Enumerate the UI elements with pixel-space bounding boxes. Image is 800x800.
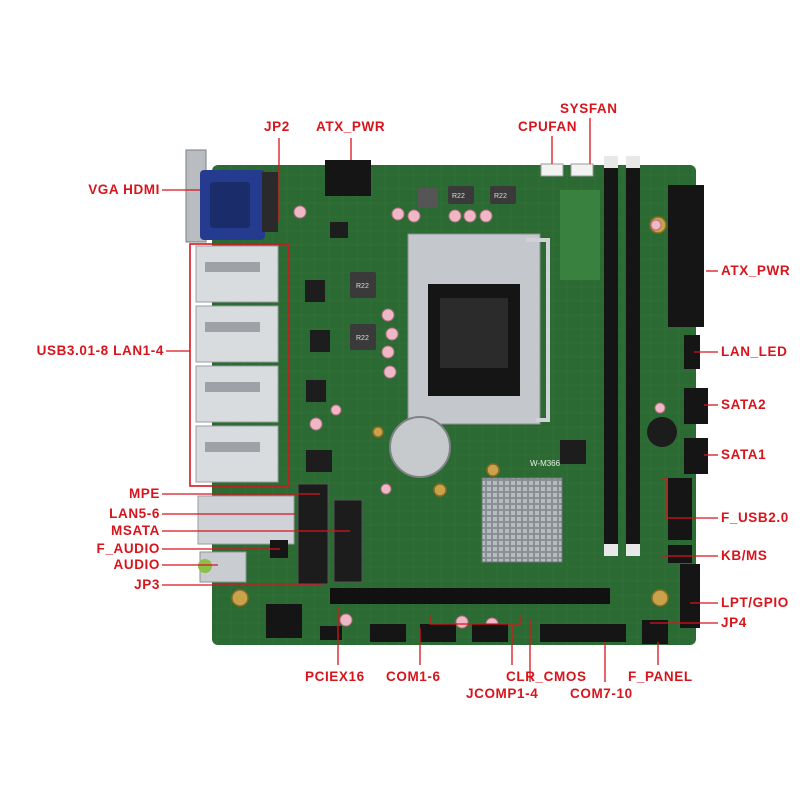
label-atx-pwr-right: ATX_PWR [721,263,791,278]
regulator-text-3: R22 [452,193,465,200]
right-pin-headers [668,335,700,628]
label-jp4: JP4 [721,615,747,630]
label-lan56: LAN5-6 [109,506,160,521]
label-clr-cmos: CLR_CMOS [506,669,587,684]
label-atx-pwr-top: ATX_PWR [316,119,386,134]
label-com7-10: COM7-10 [570,686,633,701]
pciex16-slot [330,588,610,604]
atx-24pin-connector [668,185,704,327]
buzzer [647,417,677,447]
small-ics [305,222,586,472]
vrm-inductors [350,186,516,350]
label-f-usb: F_USB2.0 [721,510,789,525]
board-model-text: W-M366 [530,459,561,468]
cpu-socket [407,233,550,425]
label-cpufan: CPUFAN [518,119,578,134]
cmos-battery [389,416,451,478]
sysfan-header [570,163,594,177]
dimm-slots [604,156,640,556]
regulator-text-2: R22 [356,335,369,342]
label-usb3-lan: USB3.01-8 LAN1-4 [36,343,164,358]
label-audio: AUDIO [113,557,160,572]
label-com1-6: COM1-6 [386,669,441,684]
atx-8pin-connector [325,160,371,196]
hdmi-connector [262,172,278,232]
label-sata1: SATA1 [721,447,767,462]
label-f-panel: F_PANEL [628,669,693,684]
chipset-heatsink [481,477,563,563]
label-sysfan: SYSFAN [560,101,618,116]
label-jcomp: JCOMP1-4 [466,686,539,701]
msata-slot [333,499,363,583]
usb-lan-stack [195,245,279,483]
label-mpe: MPE [128,486,160,501]
label-kb-ms: KB/MS [721,548,768,563]
vga-connector [185,149,265,243]
label-pciex16: PCIEX16 [305,669,365,684]
label-sata2: SATA2 [721,397,767,412]
label-msata: MSATA [111,523,160,538]
regulator-text-4: R22 [494,193,507,200]
label-jp2: JP2 [264,119,290,134]
label-vga-hdmi: VGA HDMI [88,182,160,197]
bottom-pin-headers [266,540,668,644]
audio-jack [199,551,247,583]
label-jp3: JP3 [134,577,160,592]
sata1-connector [684,438,708,474]
label-f-audio: F_AUDIO [96,541,160,556]
regulator-text-1: R22 [356,283,369,290]
label-lpt-gpio: LPT/GPIO [721,595,789,610]
label-lan-led: LAN_LED [721,344,788,359]
mpe-slot [297,483,329,585]
sata2-connector [684,388,708,424]
lan56-connector [197,495,295,545]
